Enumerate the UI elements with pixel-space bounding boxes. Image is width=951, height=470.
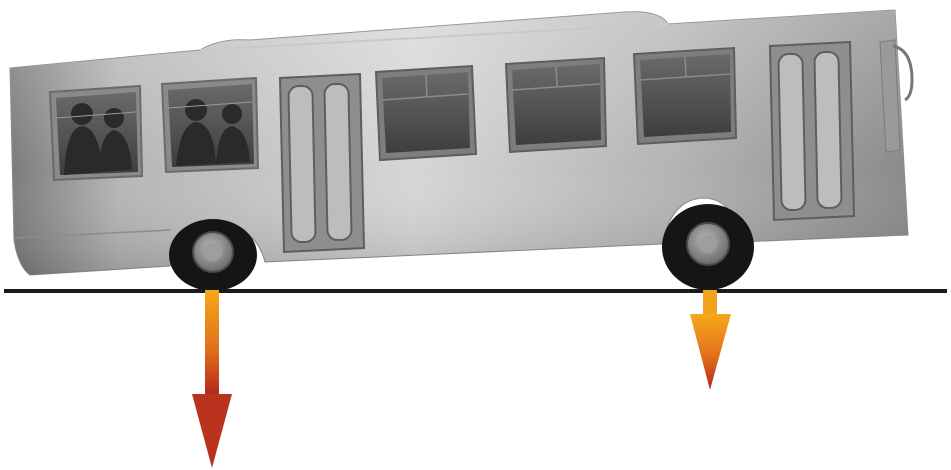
front-wheel	[662, 204, 754, 290]
rear-force-arrow	[192, 290, 232, 468]
window-2	[162, 78, 258, 172]
rear-door	[280, 74, 364, 252]
window-5	[634, 48, 736, 144]
front-force-arrow	[690, 290, 731, 390]
rear-wheel	[169, 219, 257, 291]
bus-front	[880, 40, 912, 152]
window-3	[376, 66, 476, 160]
window-4	[506, 58, 606, 152]
window-1	[50, 86, 142, 180]
front-door	[770, 42, 854, 220]
